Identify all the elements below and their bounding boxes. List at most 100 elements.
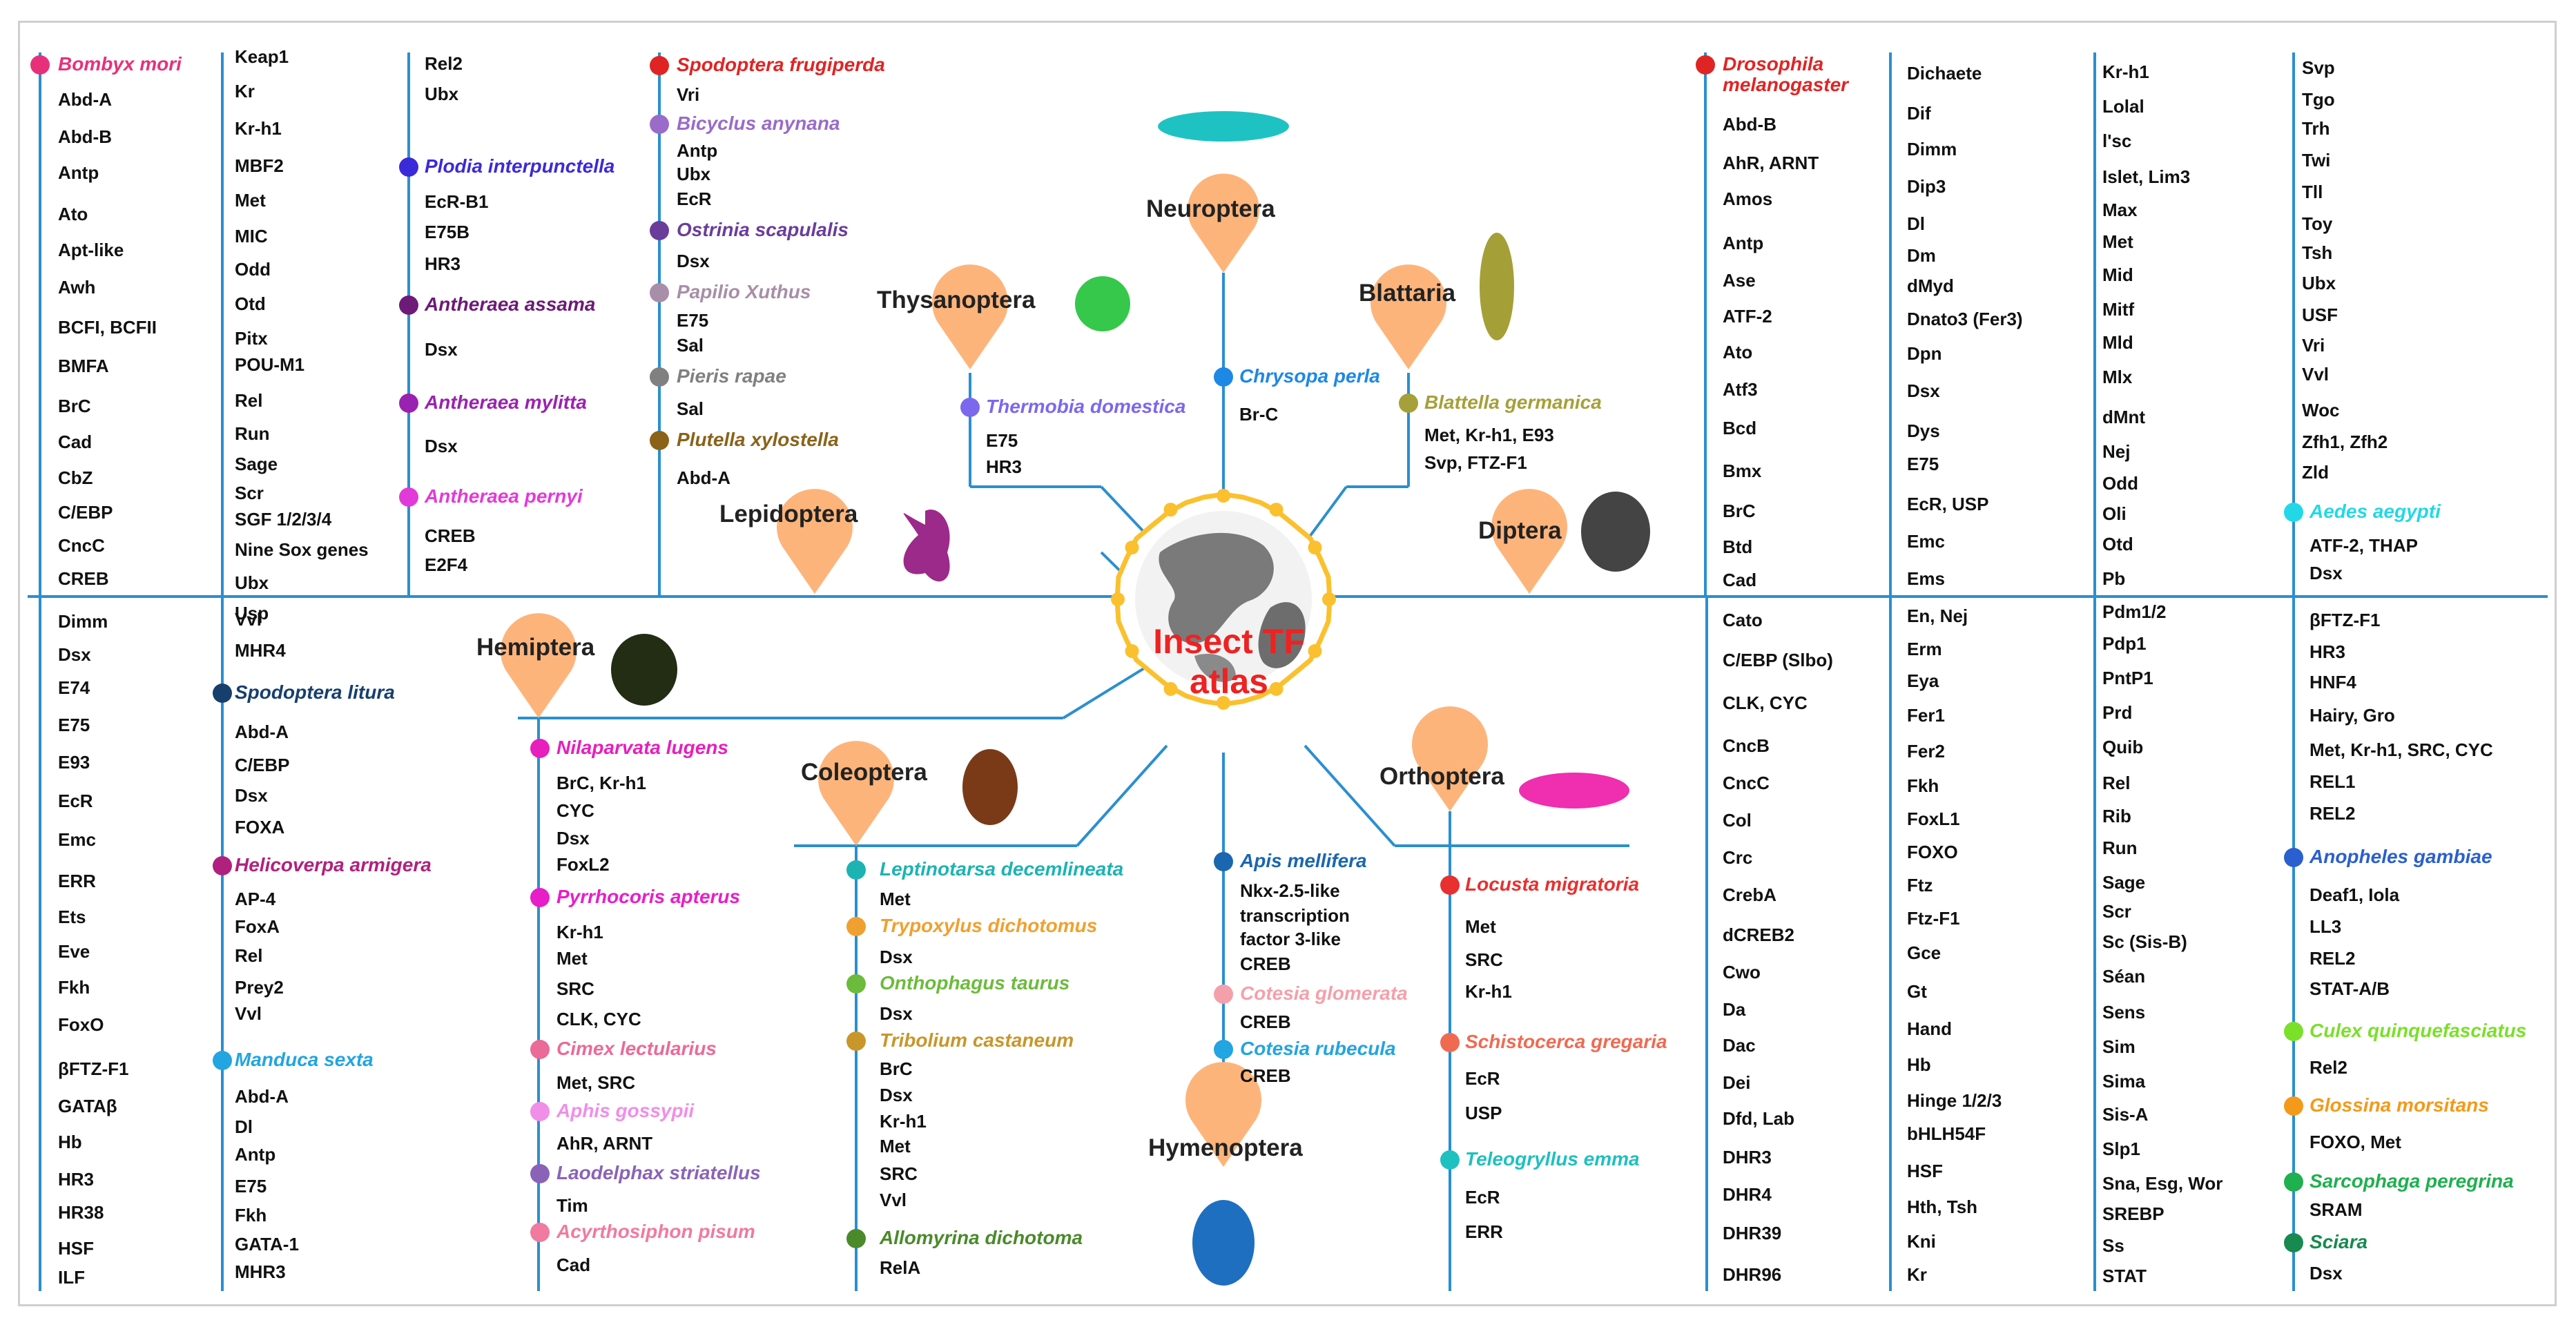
gene-label: Prd <box>2102 702 2133 723</box>
gene-label: Met <box>1465 916 1496 937</box>
gene-label: Tgo <box>2302 89 2335 110</box>
gene-label: Met <box>2102 231 2133 252</box>
thermobia-domestica-marker <box>960 398 980 417</box>
gene-label: Sal <box>677 335 704 356</box>
gene-label: Hand <box>1907 1018 1952 1039</box>
gene-label: Dsx <box>425 339 458 360</box>
antheraea-mylitta-marker <box>399 394 418 413</box>
gene-label: BrC, Kr-h1 <box>556 773 647 793</box>
gene-label: Dimm <box>58 611 108 632</box>
gene-label: MHR3 <box>235 1261 286 1282</box>
hub-ring-node <box>1308 541 1322 554</box>
order-marker-drop <box>1491 489 1567 594</box>
spodoptera-frugiperda-name: Spodoptera frugiperda <box>677 54 885 75</box>
gene-label: Abd-B <box>58 126 112 147</box>
gene-label: Cato <box>1723 610 1763 630</box>
locusta-migratoria-name: Locusta migratoria <box>1465 873 1640 895</box>
butterfly-icon <box>903 510 950 582</box>
gene-label: Vvl <box>880 1190 907 1210</box>
schistocerca-gregaria-name: Schistocerca gregaria <box>1465 1031 1667 1052</box>
globe-landmass <box>1258 602 1306 668</box>
antheraea-pernyi-marker <box>399 487 418 507</box>
gene-label: dMyd <box>1907 275 1954 296</box>
order-label-orthoptera: Orthoptera <box>1379 763 1504 790</box>
gene-label: DHR3 <box>1723 1147 1772 1168</box>
plutella-xylostella-marker <box>650 431 669 450</box>
gene-label: Dip3 <box>1907 176 1946 197</box>
ostrinia-scapulalis-marker <box>650 221 669 240</box>
gene-label: Br-C <box>1239 404 1279 425</box>
hub-ring-node <box>1125 541 1139 554</box>
gene-label: Nine Sox genes <box>235 539 369 560</box>
laodelphax-striatellus-marker <box>530 1164 550 1183</box>
gene-label: CLK, CYC <box>1723 692 1808 713</box>
gene-label: Dsx <box>1907 380 1940 401</box>
hub-ring-node <box>1269 503 1284 517</box>
gene-label: Usp <box>235 603 269 623</box>
gene-label: Kr-h1 <box>556 922 603 942</box>
gene-label: Kr-h1 <box>2102 61 2149 82</box>
gene-label: MIC <box>235 226 268 246</box>
order-label-hymenoptera: Hymenoptera <box>1148 1134 1303 1161</box>
nilaparvata-lugens-name: Nilaparvata lugens <box>556 737 728 758</box>
order-label-hemiptera: Hemiptera <box>476 634 595 661</box>
gene-label: Dsx <box>677 251 710 271</box>
pieris-rapae-name: Pieris rapae <box>677 365 786 387</box>
chrysopa-perla-name: Chrysopa perla <box>1239 365 1380 387</box>
culex-quinquefasciatus-marker <box>2284 1022 2303 1041</box>
gene-label: Rel <box>235 945 263 966</box>
gene-label: Quib <box>2102 737 2144 757</box>
gene-label: Séan <box>2102 966 2146 987</box>
gene-label: FOXO <box>1907 842 1958 862</box>
gene-label: Ss <box>2102 1235 2124 1256</box>
gene-label: Dpn <box>1907 343 1942 364</box>
gene-label: Max <box>2102 200 2138 220</box>
beetle-icon <box>962 749 1018 825</box>
gene-label: FoxO <box>58 1014 104 1035</box>
spodoptera-frugiperda-marker <box>650 56 669 75</box>
allomyrina-dichotoma-name: Allomyrina dichotoma <box>880 1227 1083 1248</box>
nilaparvata-lugens-marker <box>530 739 550 758</box>
chrysopa-perla-marker <box>1214 367 1233 387</box>
bombyx-mori-marker <box>30 55 50 75</box>
gene-label: Run <box>235 423 270 444</box>
gene-label: HNF4 <box>2309 672 2356 692</box>
gene-label: Vvl <box>235 1003 262 1024</box>
gene-label: E75 <box>986 430 1018 451</box>
gene-label: Amos <box>1723 188 1773 209</box>
gene-label: CncC <box>1723 773 1770 793</box>
gene-label: Gt <box>1907 981 1927 1002</box>
plodia-interpunctella-name: Plodia interpunctella <box>425 155 615 177</box>
gene-label: CREB <box>58 568 109 589</box>
sarcophaga-peregrina-marker <box>2284 1172 2303 1192</box>
gene-label: EcR <box>58 791 93 811</box>
gene-label: PntP1 <box>2102 668 2153 688</box>
hub-ring-node <box>1163 503 1178 517</box>
gene-label: Abd-A <box>677 467 730 488</box>
gene-label: Ato <box>58 204 88 224</box>
gene-label: Pdp1 <box>2102 633 2147 654</box>
gene-label: Dfd, Lab <box>1723 1108 1794 1129</box>
gene-label: Lolal <box>2102 96 2144 117</box>
gene-label: FoxL1 <box>1907 808 1960 829</box>
fly-icon <box>1581 492 1650 572</box>
gene-label: Sage <box>235 454 278 474</box>
gene-label: Rel2 <box>2309 1057 2347 1078</box>
hub-ring-node <box>1217 696 1230 710</box>
gene-label: Ubx <box>425 84 459 104</box>
gene-label: Rel <box>2102 773 2131 793</box>
gene-label: Dif <box>1907 103 1931 124</box>
blattella-germanica-marker <box>1399 394 1418 413</box>
gene-label: C/EBP <box>58 502 113 523</box>
gene-label: Met <box>880 889 911 909</box>
gene-label: Kr-h1 <box>1465 981 1512 1002</box>
gene-label: HSF <box>58 1238 94 1259</box>
blattella-germanica-name: Blattella germanica <box>1424 391 1602 413</box>
culex-quinquefasciatus-name: Culex quinquefasciatus <box>2309 1020 2527 1041</box>
gene-label: βFTZ-F1 <box>2309 610 2381 630</box>
gene-label: Dsx <box>2309 1263 2343 1284</box>
gene-label: Oli <box>2102 503 2127 524</box>
glossina-morsitans-marker <box>2284 1096 2303 1116</box>
gene-label: GATAβ <box>58 1096 117 1116</box>
